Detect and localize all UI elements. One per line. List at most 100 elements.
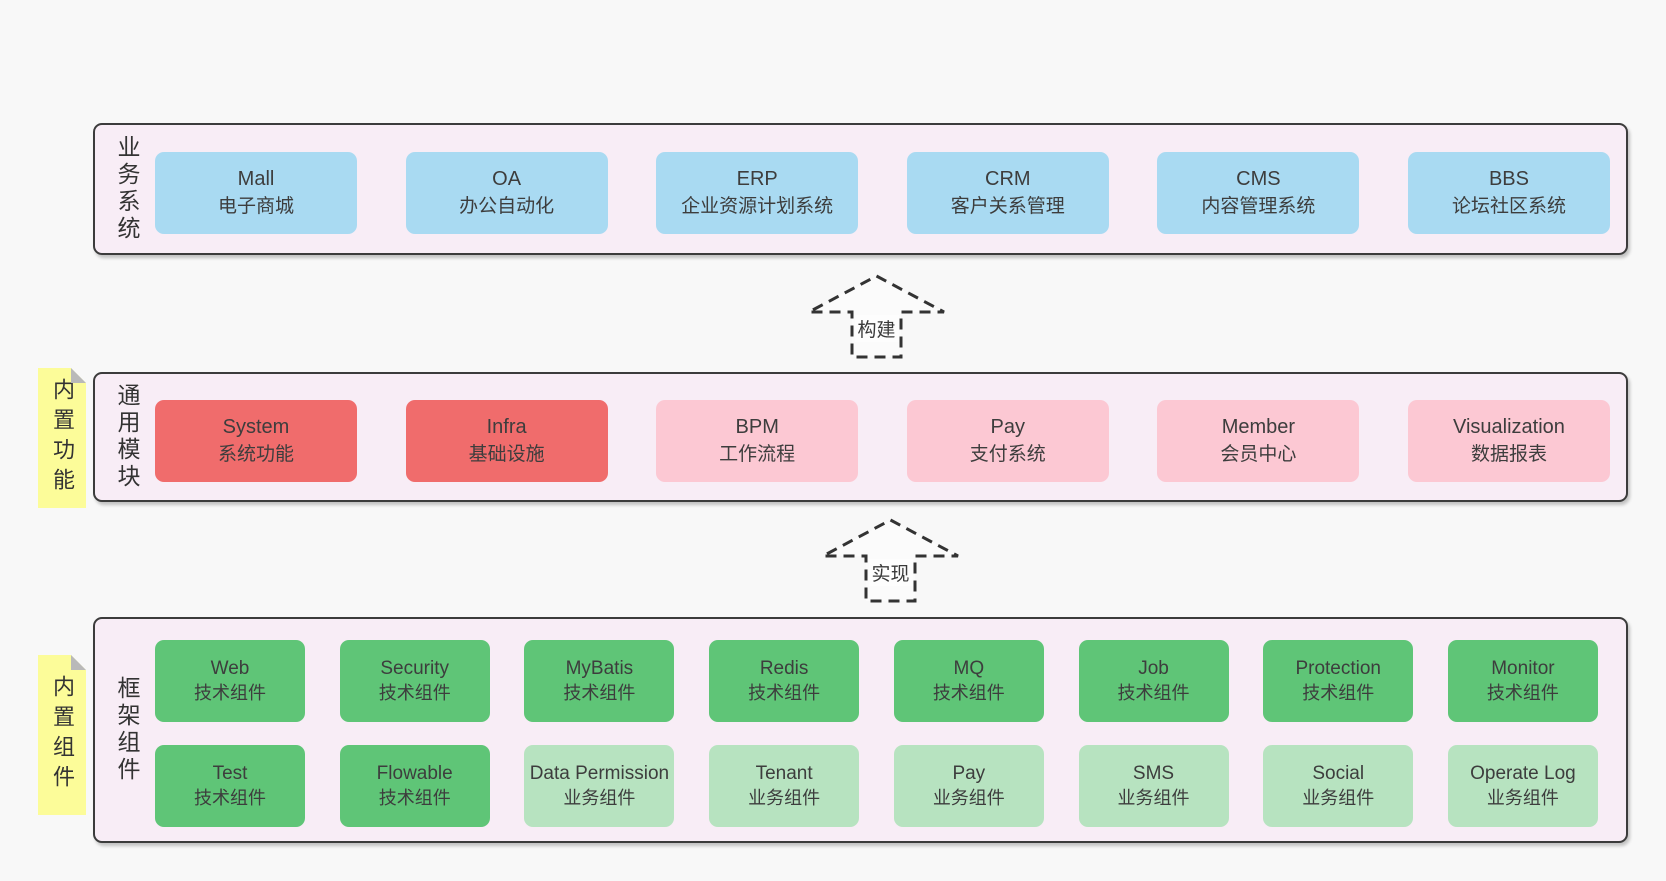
box-subtitle: 论坛社区系统 <box>1451 196 1566 217</box>
box-subtitle: 业务组件 <box>1486 788 1559 808</box>
arrow-implement: 实现 <box>820 516 961 604</box>
band-label-common-modules: 通用模块 <box>114 383 140 491</box>
box-title: Protection <box>1295 658 1381 679</box>
box-title: Monitor <box>1491 658 1555 679</box>
arrow-build-label: 构建 <box>854 315 899 342</box>
box-subtitle: 业务组件 <box>932 788 1005 808</box>
box-subtitle: 技术组件 <box>194 788 266 808</box>
box-subtitle: 技术组件 <box>194 683 266 703</box>
box-security: Security 技术组件 <box>339 640 490 722</box>
box-test: Test 技术组件 <box>155 745 305 827</box>
box-title: MQ <box>953 658 985 679</box>
box-mq: MQ 技术组件 <box>893 640 1044 722</box>
box-title: Test <box>212 763 248 784</box>
box-flowable: Flowable 技术组件 <box>339 745 490 827</box>
box-job: Job 技术组件 <box>1078 640 1229 722</box>
band-label-framework-components: 框架组件 <box>114 676 140 784</box>
box-subtitle: 技术组件 <box>748 683 821 703</box>
sticky-note-built-in-features: 内置功能 <box>38 368 86 508</box>
box-subtitle: 技术组件 <box>378 788 451 808</box>
box-title: Tenant <box>755 763 813 784</box>
box-subtitle: 办公自动化 <box>459 196 555 217</box>
band-framework-components: 框架组件 Web 技术组件 Security 技术组件 MyBatis 技术组件… <box>93 617 1628 843</box>
box-data-permission: Data Permission 业务组件 <box>524 745 675 827</box>
box-subtitle: 业务组件 <box>1117 788 1190 808</box>
box-title: System <box>222 416 290 438</box>
band-common-modules: 通用模块 System 系统功能 Infra 基础设施 BPM 工作流程 Pay… <box>93 372 1628 502</box>
box-title: Pay <box>990 416 1026 438</box>
box-subtitle: 业务组件 <box>748 788 821 808</box>
box-subtitle: 技术组件 <box>378 683 451 703</box>
arrow-build: 构建 <box>806 272 947 360</box>
box-subtitle: 内容管理系统 <box>1201 196 1316 217</box>
box-subtitle: 业务组件 <box>563 788 636 808</box>
box-infra: Infra 基础设施 <box>405 400 608 482</box>
box-pay-system: Pay 支付系统 <box>906 400 1109 482</box>
box-title: Pay <box>952 763 986 784</box>
box-title: Flowable <box>376 763 453 784</box>
box-title: CRM <box>985 168 1031 190</box>
box-title: Visualization <box>1453 416 1565 438</box>
band-business-systems: 业务系统 Mall 电子商城 OA 办公自动化 ERP 企业资源计划系统 CRM… <box>93 123 1628 255</box>
common-modules-row: System 系统功能 Infra 基础设施 BPM 工作流程 Pay 支付系统… <box>155 400 1610 482</box>
sticky-note-text: 内置组件 <box>50 675 75 795</box>
box-erp: ERP 企业资源计划系统 <box>656 152 859 234</box>
sticky-note-built-in-components: 内置组件 <box>38 655 86 815</box>
box-title: CMS <box>1236 168 1281 190</box>
box-title: Social <box>1312 763 1365 784</box>
box-subtitle: 业务组件 <box>1302 788 1375 808</box>
box-title: Redis <box>759 658 809 679</box>
box-title: SMS <box>1132 763 1175 784</box>
framework-components-row-2: Test 技术组件 Flowable 技术组件 Data Permission … <box>155 745 1598 827</box>
business-systems-row: Mall 电子商城 OA 办公自动化 ERP 企业资源计划系统 CRM 客户关系… <box>155 152 1610 234</box>
box-subtitle: 会员中心 <box>1220 444 1297 465</box>
box-cms: CMS 内容管理系统 <box>1157 152 1360 234</box>
box-title: Data Permission <box>529 763 670 784</box>
box-operate-log: Operate Log 业务组件 <box>1447 745 1598 827</box>
box-bpm: BPM 工作流程 <box>656 400 859 482</box>
box-title: Security <box>380 658 450 679</box>
box-subtitle: 数据报表 <box>1470 444 1547 465</box>
box-protection: Protection 技术组件 <box>1263 640 1414 722</box>
box-subtitle: 系统功能 <box>217 444 294 465</box>
box-title: Web <box>210 658 250 679</box>
box-subtitle: 技术组件 <box>1486 683 1559 703</box>
box-sms: SMS 业务组件 <box>1078 745 1229 827</box>
box-social: Social 业务组件 <box>1263 745 1414 827</box>
framework-components-row-1: Web 技术组件 Security 技术组件 MyBatis 技术组件 Redi… <box>155 640 1598 722</box>
box-subtitle: 技术组件 <box>1302 683 1375 703</box>
box-subtitle: 技术组件 <box>1117 683 1190 703</box>
box-title: Operate Log <box>1470 763 1576 784</box>
box-crm: CRM 客户关系管理 <box>906 152 1109 234</box>
box-pay-component: Pay 业务组件 <box>893 745 1044 827</box>
box-web: Web 技术组件 <box>155 640 305 722</box>
box-subtitle: 基础设施 <box>468 444 545 465</box>
box-subtitle: 技术组件 <box>563 683 636 703</box>
box-member: Member 会员中心 <box>1157 400 1360 482</box>
box-title: MyBatis <box>565 658 634 679</box>
box-mall: Mall 电子商城 <box>155 152 357 234</box>
box-title: BBS <box>1488 168 1529 190</box>
box-redis: Redis 技术组件 <box>709 640 860 722</box>
box-title: BPM <box>735 416 779 438</box>
box-title: Mall <box>237 168 275 190</box>
sticky-note-text: 内置功能 <box>50 378 75 498</box>
box-tenant: Tenant 业务组件 <box>709 745 860 827</box>
box-title: Infra <box>486 416 527 438</box>
box-oa: OA 办公自动化 <box>405 152 608 234</box>
box-system: System 系统功能 <box>155 400 357 482</box>
box-visualization: Visualization 数据报表 <box>1407 400 1610 482</box>
box-title: ERP <box>736 168 778 190</box>
box-title: Member <box>1221 416 1296 438</box>
box-subtitle: 电子商城 <box>217 196 294 217</box>
box-mybatis: MyBatis 技术组件 <box>524 640 675 722</box>
box-title: Job <box>1138 658 1169 679</box>
arrow-implement-label: 实现 <box>868 559 913 586</box>
box-subtitle: 企业资源计划系统 <box>681 196 834 217</box>
box-subtitle: 技术组件 <box>932 683 1005 703</box>
box-title: OA <box>492 168 522 190</box>
box-subtitle: 支付系统 <box>969 444 1046 465</box>
box-bbs: BBS 论坛社区系统 <box>1407 152 1610 234</box>
box-monitor: Monitor 技术组件 <box>1447 640 1598 722</box>
